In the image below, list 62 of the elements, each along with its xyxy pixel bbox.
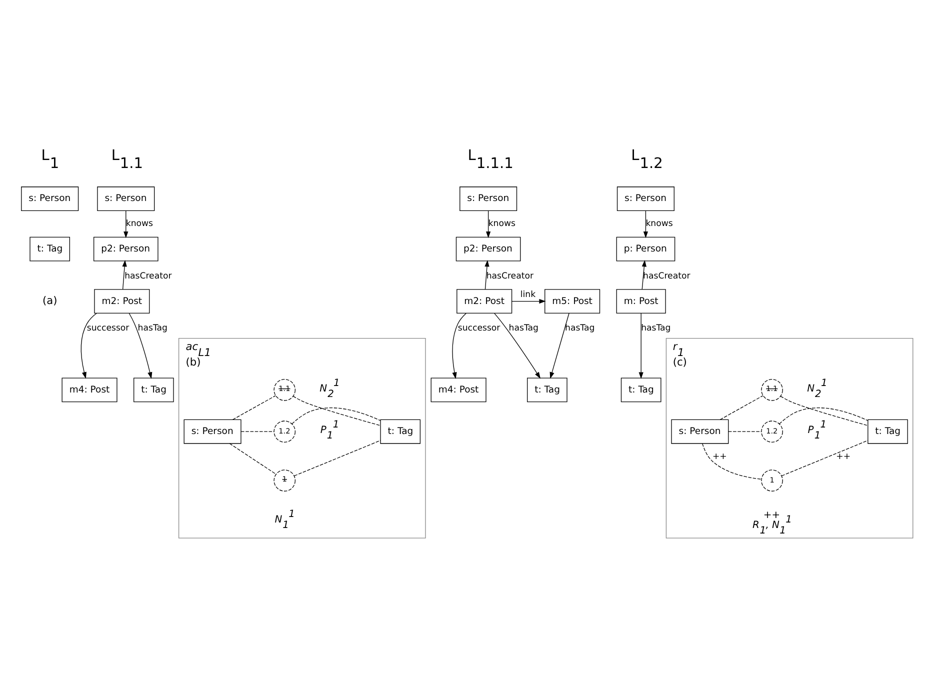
node-box: t: Tag <box>134 377 174 402</box>
edge-label: hasCreator <box>486 270 534 281</box>
node-box: t: Tag <box>527 377 568 402</box>
arrow <box>80 312 97 378</box>
connector <box>728 430 762 432</box>
connector <box>292 395 381 426</box>
edge-label: hasCreator <box>124 270 172 281</box>
arrow <box>638 312 644 378</box>
arrow <box>122 260 127 290</box>
node-box: m4: Post <box>430 377 486 402</box>
label: (a) <box>42 294 58 306</box>
connector <box>781 440 868 476</box>
node-box: m2: Post <box>456 288 512 314</box>
arrow <box>484 260 490 290</box>
edge-label: hasCreator <box>643 270 690 281</box>
arrow <box>642 260 646 290</box>
node-box: s: Person <box>460 186 518 211</box>
node-box: m5: Post <box>544 288 600 314</box>
arrow <box>494 312 541 378</box>
edge-label: hasTag <box>508 323 538 334</box>
node-box: m4: Post <box>62 377 118 402</box>
arrow <box>128 312 152 378</box>
node-box: t: Tag <box>620 377 662 402</box>
arrow <box>124 210 128 238</box>
arrow <box>643 210 648 238</box>
node-box: s: Person <box>184 418 242 444</box>
edge-label: hasTag <box>138 323 168 334</box>
edge-label: link <box>520 289 536 300</box>
edge-label: knows <box>488 218 516 229</box>
edge-label: hasTag <box>565 323 595 334</box>
node-box: m2: Post <box>94 288 150 314</box>
node-box: s: Person <box>97 186 155 211</box>
edge-label: hasTag <box>641 323 671 334</box>
node-box: p2: Person <box>94 236 158 261</box>
edge-label: ++ <box>712 451 727 462</box>
node-box: t: Tag <box>380 418 421 444</box>
node-box: t: Tag <box>30 236 70 261</box>
connector <box>232 394 276 420</box>
node-box: t: Tag <box>868 418 908 444</box>
connector <box>294 440 381 476</box>
edge-label: ++ <box>836 451 851 462</box>
node-box: p2: Person <box>456 236 521 261</box>
connector <box>292 407 381 424</box>
edge-label: successor <box>458 323 500 334</box>
connector <box>240 430 274 432</box>
edge-label: knows <box>646 218 673 229</box>
node-box: s: Person <box>616 186 674 211</box>
connector <box>229 442 276 474</box>
arrow <box>486 210 491 238</box>
connector <box>720 394 764 420</box>
edge-label: knows <box>126 218 154 229</box>
node-box: m: Post <box>616 288 666 314</box>
arrow <box>550 312 570 378</box>
connector <box>779 407 868 424</box>
connector <box>702 442 762 480</box>
node-box: s: Person <box>21 186 79 211</box>
node-box: p: Person <box>616 236 676 261</box>
node-box: s: Person <box>671 418 729 444</box>
arrow <box>512 298 546 304</box>
edge-label: successor <box>86 323 130 334</box>
arrow <box>452 312 466 378</box>
connector <box>780 395 868 426</box>
